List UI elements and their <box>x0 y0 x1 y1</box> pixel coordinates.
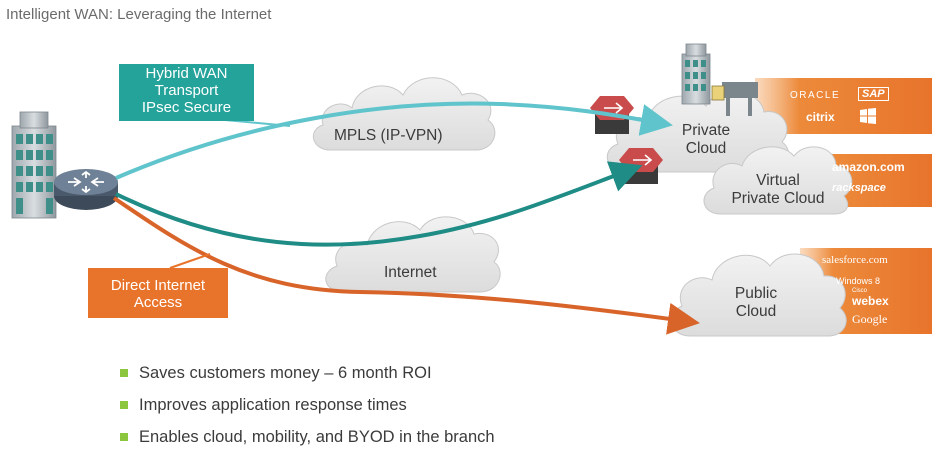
server-icon <box>711 82 758 116</box>
callout-orange-pointer <box>169 253 211 269</box>
windows-icon <box>860 108 876 124</box>
public-cloud-label-line-1: Public <box>734 285 778 302</box>
direct-internet-line-1: Direct Internet <box>110 277 206 294</box>
mpls-cloud <box>312 77 496 151</box>
hybrid-wan-line-3: IPsec Secure <box>141 99 232 116</box>
bullet-square-icon <box>120 401 128 409</box>
virtual-private-cloud <box>703 146 853 215</box>
oracle-logo: ORACLE <box>790 90 841 101</box>
public-cloud-label: Public Cloud <box>726 285 786 321</box>
hq-building-icon <box>681 43 711 105</box>
benefits-list: Saves customers money – 6 month ROI Impr… <box>120 363 495 459</box>
hybrid-wan-callout: Hybrid WAN Transport IPsec Secure <box>119 64 254 121</box>
private-cloud-teal-link <box>115 161 643 247</box>
list-item: Enables cloud, mobility, and BYOD in the… <box>120 427 495 459</box>
bullet-square-icon <box>120 369 128 377</box>
virtual-cloud-label-line-2: Private Cloud <box>731 190 825 207</box>
bullet-text: Improves application response times <box>139 396 407 414</box>
google-logo: Google <box>852 312 888 326</box>
sap-logo: SAP <box>858 87 889 101</box>
hybrid-wan-link <box>115 101 673 180</box>
virtual-cloud-label-line-1: Virtual <box>756 172 800 189</box>
page-title: Intelligent WAN: Leveraging the Internet <box>6 6 272 23</box>
hub-router-2-icon <box>619 148 663 184</box>
hybrid-wan-line-1: Hybrid WAN <box>145 65 228 82</box>
branch-router-icon <box>54 169 118 210</box>
direct-internet-line-2: Access <box>133 294 183 311</box>
windows-logo <box>860 108 876 124</box>
bullet-text: Enables cloud, mobility, and BYOD in the… <box>139 428 495 446</box>
public-cloud-label-line-2: Cloud <box>735 303 777 320</box>
virtual-private-cloud-label: Virtual Private Cloud <box>718 172 838 208</box>
salesforce-logo: salesforce.com <box>822 254 888 266</box>
private-cloud-label-line-2: Cloud <box>685 140 727 157</box>
amazon-logo: amazon.com <box>832 160 905 174</box>
callout-teal-pointer <box>224 119 291 127</box>
hybrid-wan-line-2: Transport <box>154 82 219 99</box>
citrix-logo: citrix <box>806 110 835 124</box>
bullet-square-icon <box>120 433 128 441</box>
internet-cloud <box>325 216 501 293</box>
list-item: Saves customers money – 6 month ROI <box>120 363 495 395</box>
internet-cloud-label: Internet <box>384 264 437 281</box>
direct-internet-link <box>112 196 700 335</box>
direct-internet-callout: Direct Internet Access <box>88 268 228 318</box>
cisco-logo: Cisco <box>852 288 868 294</box>
private-cloud-label: Private Cloud <box>676 122 736 158</box>
mpls-cloud-label: MPLS (IP-VPN) <box>334 127 443 144</box>
webex-logo: webex <box>852 294 889 308</box>
private-cloud-label-line-1: Private <box>681 122 731 139</box>
bullet-text: Saves customers money – 6 month ROI <box>139 364 432 382</box>
list-item: Improves application response times <box>120 395 495 427</box>
rackspace-logo: rackspace <box>832 182 886 194</box>
windows8-logo: Windows 8 <box>836 276 881 286</box>
branch-building-icon <box>11 111 57 219</box>
